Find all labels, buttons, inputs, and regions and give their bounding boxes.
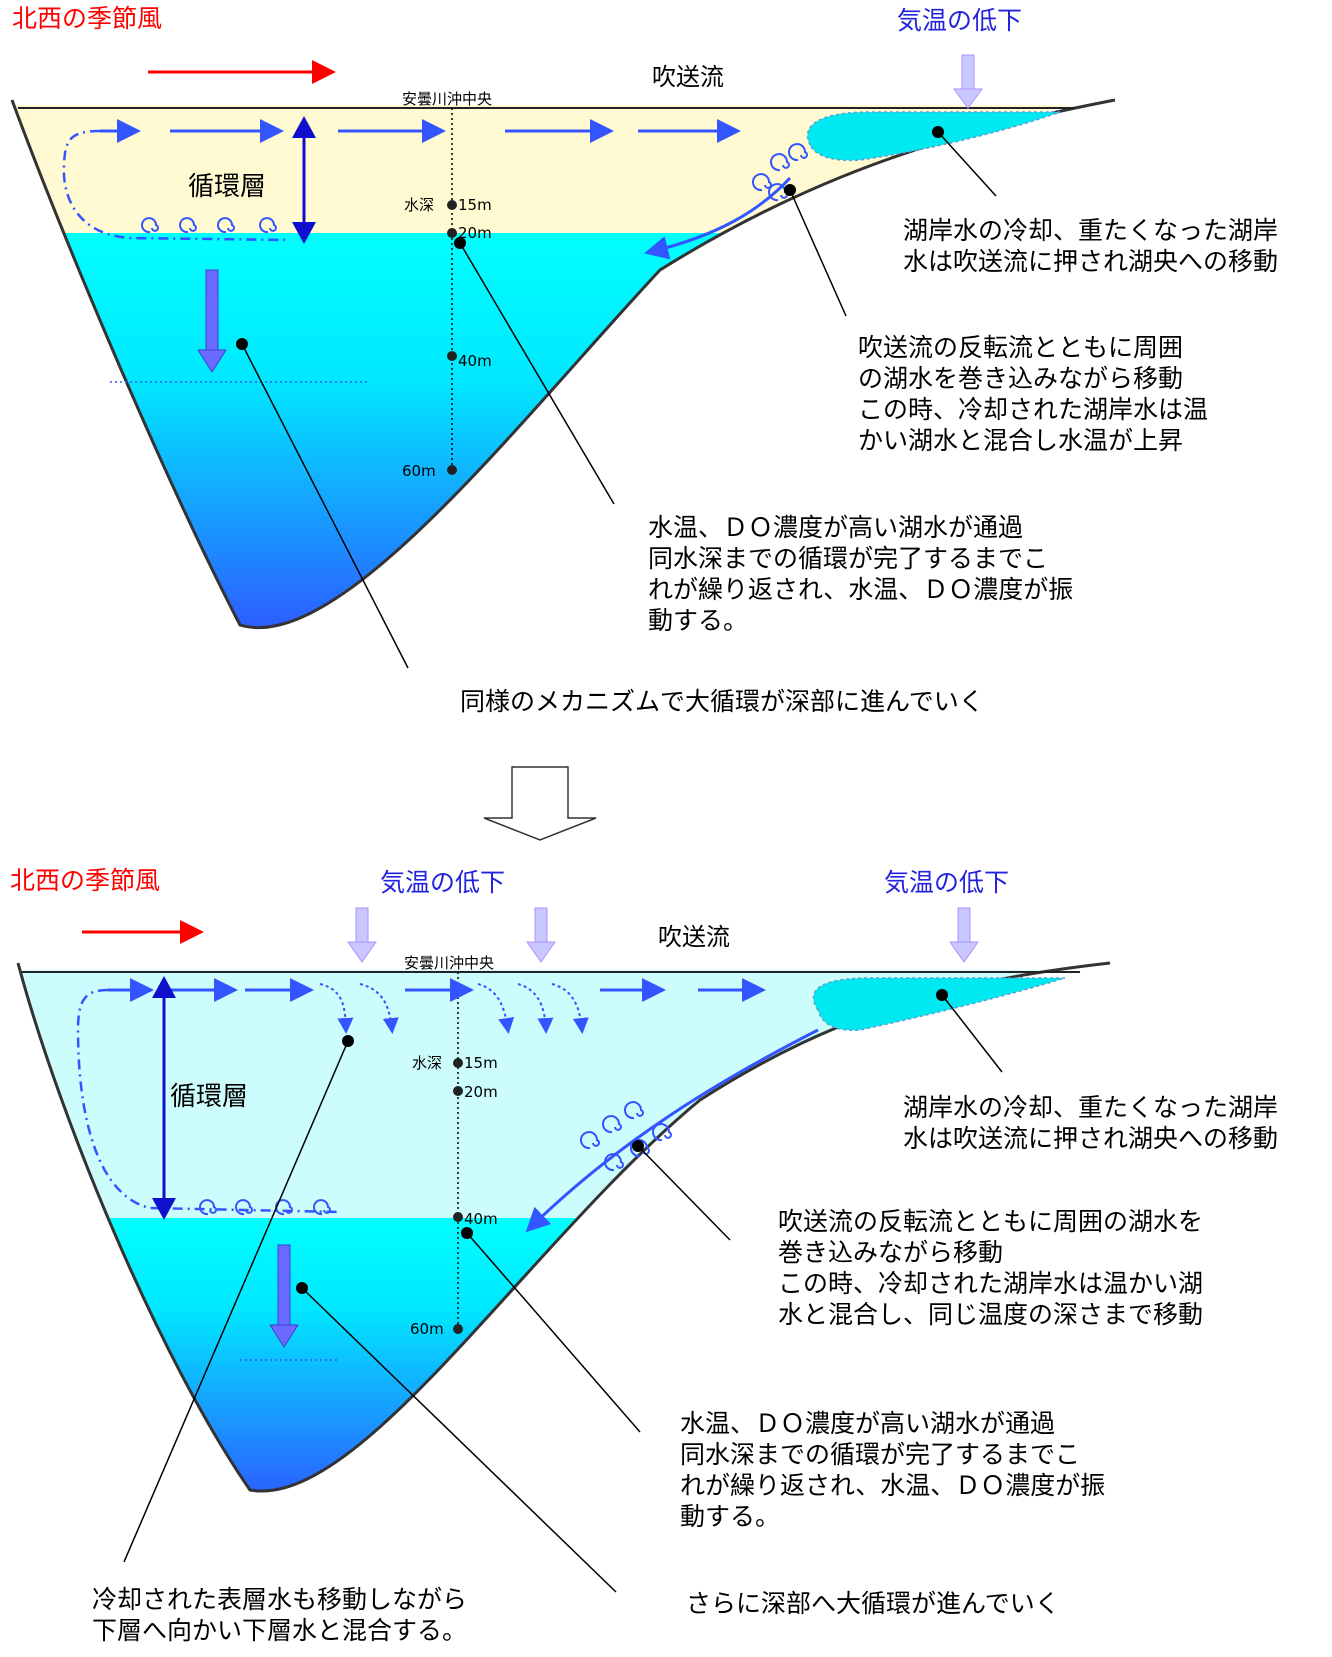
bottom-cooling-arrow-2 bbox=[526, 907, 556, 963]
eddy-icon bbox=[313, 1199, 331, 1216]
top-station-label: 安曇川沖中央 bbox=[402, 90, 493, 108]
top-leaders bbox=[236, 126, 997, 669]
top-ann-shore-2: 水は吹送流に押され湖央への移動 bbox=[903, 247, 1279, 276]
eddy-icon bbox=[652, 1123, 672, 1142]
bottom-depth-20: 20m bbox=[464, 1083, 498, 1101]
bottom-circulation-loop bbox=[76, 988, 341, 1214]
eddy-icon bbox=[580, 1131, 600, 1150]
bottom-depth-prefix: 水深 bbox=[412, 1054, 443, 1072]
bottom-depth-marker-15 bbox=[453, 1058, 463, 1068]
eddy-icon bbox=[602, 1115, 622, 1134]
top-cooling-arrow bbox=[953, 54, 983, 109]
bottom-ann-deeper: さらに深部へ大循環が進んでいく bbox=[686, 1589, 1060, 1618]
top-ann-return-2: の湖水を巻き込みながら移動 bbox=[858, 364, 1184, 393]
top-layer-depth-arrow bbox=[292, 116, 316, 244]
top-ann-shore-1: 湖岸水の冷却、重たくなった湖岸 bbox=[903, 216, 1279, 245]
top-ann-deep: 同様のメカニズムで大循環が深部に進んでいく bbox=[460, 687, 984, 716]
top-ann-return-4: かい湖水と混合し水温が上昇 bbox=[858, 426, 1184, 455]
bottom-ann-surface-2: 下層へ向かい下層水と混合する。 bbox=[92, 1616, 468, 1645]
top-current-label: 吹送流 bbox=[652, 63, 724, 91]
bottom-slope-eddies bbox=[580, 1101, 672, 1172]
eddy-icon bbox=[630, 1139, 650, 1158]
bottom-leaders bbox=[123, 989, 1003, 1593]
bottom-ann-osc-1: 水温、ＤＯ濃度が高い湖水が通過 bbox=[680, 1409, 1056, 1438]
top-lake-bed bbox=[10, 98, 1116, 629]
bottom-current-label: 吹送流 bbox=[658, 923, 730, 951]
bottom-ann-return-2: 巻き込みながら移動 bbox=[778, 1238, 1004, 1267]
bottom-sinking-cold-water bbox=[319, 983, 589, 1034]
eddy-icon bbox=[141, 217, 159, 234]
top-depth-60: 60m bbox=[402, 462, 436, 480]
bottom-ann-shore-1: 湖岸水の冷却、重たくなった湖岸 bbox=[903, 1093, 1279, 1122]
bottom-depth-40: 40m bbox=[464, 1210, 498, 1228]
bottom-depth-60: 60m bbox=[410, 1320, 444, 1338]
top-circulation-loop bbox=[62, 129, 291, 242]
top-depth-marker-40 bbox=[447, 351, 457, 361]
eddy-icon bbox=[217, 217, 235, 234]
top-slope-eddies bbox=[752, 143, 808, 202]
bottom-cooling-label-1: 気温の低下 bbox=[380, 868, 506, 897]
top-depth-40: 40m bbox=[458, 352, 492, 370]
top-depth-15: 15m bbox=[458, 196, 492, 214]
top-depth-marker-20 bbox=[447, 228, 457, 238]
bottom-depth-marker-40 bbox=[453, 1212, 463, 1222]
eddy-icon bbox=[768, 183, 788, 202]
top-return-flow-arrow bbox=[644, 176, 792, 260]
bottom-cooling-arrow-3 bbox=[949, 907, 979, 963]
top-ann-osc-4: 動する。 bbox=[648, 606, 749, 635]
top-depth-prefix: 水深 bbox=[404, 196, 435, 214]
down-arrow-icon bbox=[483, 766, 597, 841]
bottom-ann-osc-2: 同水深までの循環が完了するまでこ bbox=[680, 1440, 1081, 1469]
eddy-icon bbox=[788, 143, 808, 162]
top-sinking-arrow bbox=[197, 269, 227, 373]
top-ann-return-3: この時、冷却された湖岸水は温 bbox=[858, 395, 1209, 424]
eddy-icon bbox=[259, 217, 277, 234]
top-layer-label: 循環層 bbox=[188, 172, 267, 202]
eddy-icon bbox=[770, 153, 790, 172]
bottom-ann-shore-2: 水は吹送流に押され湖央への移動 bbox=[903, 1124, 1279, 1153]
eddy-icon bbox=[604, 1153, 624, 1172]
eddy-icon bbox=[235, 1199, 253, 1216]
top-depth-marker-15 bbox=[447, 200, 457, 210]
bottom-layer-label: 循環層 bbox=[170, 1082, 249, 1112]
top-ann-osc-1: 水温、ＤＯ濃度が高い湖水が通過 bbox=[648, 513, 1024, 542]
top-depth-20: 20m bbox=[458, 224, 492, 242]
bottom-cooling-label-2: 気温の低下 bbox=[884, 868, 1010, 897]
bottom-ann-surface-1: 冷却された表層水も移動しながら bbox=[92, 1585, 468, 1614]
eddy-icon bbox=[275, 1199, 293, 1216]
top-ann-return-1: 吹送流の反転流とともに周囲 bbox=[858, 333, 1184, 362]
bottom-ann-return-4: 水と混合し、同じ温度の深さまで移動 bbox=[778, 1300, 1204, 1329]
eddy-icon bbox=[199, 1199, 217, 1216]
bottom-sinking-arrow bbox=[269, 1244, 299, 1348]
bottom-depth-15: 15m bbox=[464, 1054, 498, 1072]
top-ann-osc-2: 同水深までの循環が完了するまでこ bbox=[648, 544, 1049, 573]
bottom-wind-label: 北西の季節風 bbox=[10, 866, 161, 895]
bottom-ann-return-3: この時、冷却された湖岸水は温かい湖 bbox=[778, 1269, 1204, 1298]
bottom-ann-return-1: 吹送流の反転流とともに周囲の湖水を bbox=[778, 1207, 1204, 1236]
eddy-icon bbox=[179, 217, 197, 234]
top-eddies bbox=[141, 217, 277, 234]
top-depth-marker-60 bbox=[447, 465, 457, 475]
eddy-icon bbox=[624, 1101, 644, 1120]
top-cooling-label: 気温の低下 bbox=[897, 6, 1023, 35]
bottom-station-label: 安曇川沖中央 bbox=[404, 954, 495, 972]
bottom-layer-depth-arrow bbox=[152, 976, 176, 1220]
bottom-depth-marker-60 bbox=[453, 1324, 463, 1334]
bottom-depth-marker-20 bbox=[453, 1086, 463, 1096]
bottom-ann-osc-4: 動する。 bbox=[680, 1502, 781, 1531]
bottom-cooling-arrow-1 bbox=[347, 907, 377, 963]
bottom-return-flow-arrow bbox=[525, 1028, 819, 1233]
top-ann-osc-3: れが繰り返され、水温、ＤＯ濃度が振 bbox=[648, 575, 1074, 604]
bottom-ann-osc-3: れが繰り返され、水温、ＤＯ濃度が振 bbox=[680, 1471, 1106, 1500]
bottom-eddies bbox=[199, 1199, 331, 1216]
top-wind-label: 北西の季節風 bbox=[12, 4, 163, 33]
bottom-cold-shore-water bbox=[812, 977, 1066, 1032]
